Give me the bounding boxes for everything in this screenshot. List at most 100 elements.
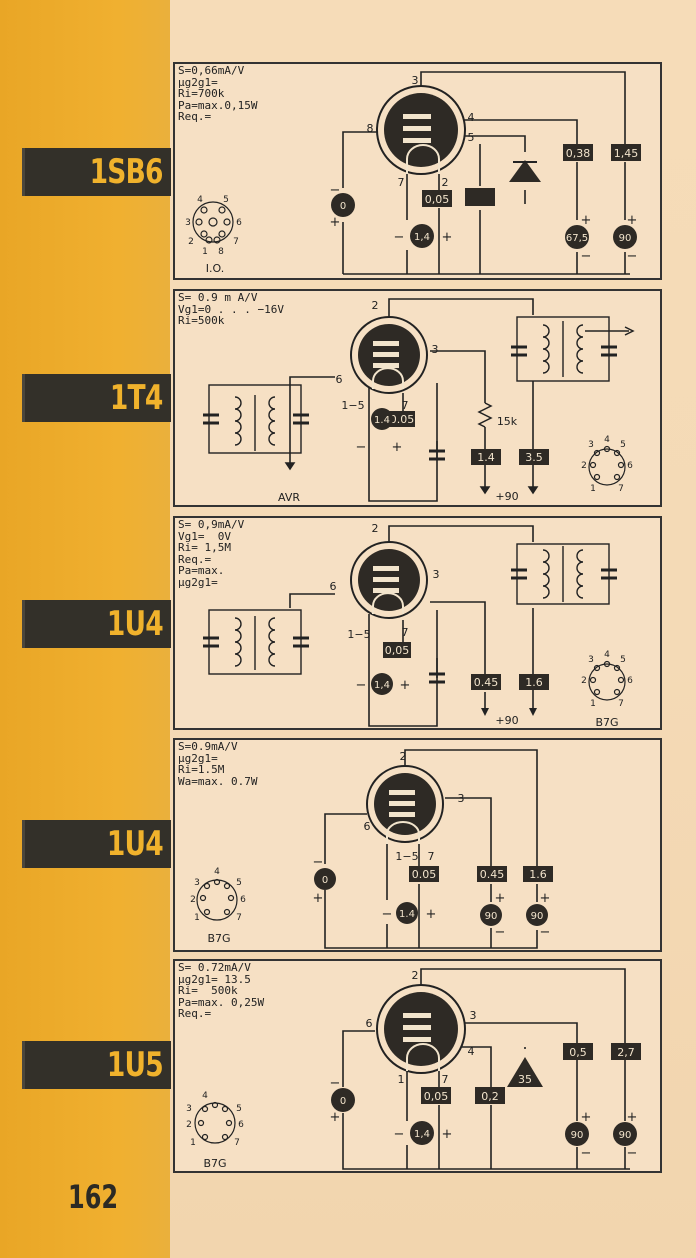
svg-text:1,4: 1,4 bbox=[374, 680, 390, 691]
svg-text:7: 7 bbox=[402, 626, 409, 639]
svg-text:2: 2 bbox=[400, 750, 407, 763]
svg-text:90: 90 bbox=[531, 911, 544, 922]
spec-list: S= 0.72mA/V μg2g1= 13.5 Ri= 500k Pa=max.… bbox=[178, 961, 265, 1020]
schematic: 35 0,05 0,2 0,5 2,7 0 1,4 90 90 2 3 6 4 … bbox=[186, 968, 641, 1170]
svg-text:−: − bbox=[540, 925, 551, 940]
spec-list: S=0,66mA/V μg2g1= Ri=700k Pa=max.0,15W R… bbox=[178, 64, 258, 123]
svg-text:0,05: 0,05 bbox=[424, 1090, 449, 1103]
tube-tab-1u4-b: 1U4 bbox=[22, 820, 171, 868]
svg-text:+: + bbox=[627, 1110, 638, 1125]
svg-text:4: 4 bbox=[604, 650, 610, 660]
transformer-right bbox=[516, 316, 629, 382]
svg-text:1: 1 bbox=[190, 1138, 196, 1148]
svg-text:7: 7 bbox=[442, 1073, 449, 1086]
svg-text:6: 6 bbox=[627, 461, 633, 471]
svg-text:+: + bbox=[313, 891, 324, 906]
svg-text:+90: +90 bbox=[495, 714, 518, 727]
svg-text:3: 3 bbox=[433, 568, 440, 581]
svg-text:4: 4 bbox=[468, 111, 475, 124]
svg-text:3: 3 bbox=[458, 792, 465, 805]
svg-text:4: 4 bbox=[197, 195, 203, 205]
spec-list: S=0.9mA/V μg2g1= Ri=1.5M Wa=max. 0.7W bbox=[178, 740, 258, 788]
svg-text:AVR: AVR bbox=[278, 491, 300, 504]
svg-text:1,4: 1,4 bbox=[414, 1129, 430, 1140]
svg-text:3: 3 bbox=[194, 878, 200, 888]
svg-text:6: 6 bbox=[330, 580, 337, 593]
tube-panel-1u4: S= 0,9mA/V Vg1= 0V Ri= 1,5M Req.= Pa=max… bbox=[173, 516, 662, 730]
svg-text:+: + bbox=[495, 891, 506, 906]
svg-text:1−5: 1−5 bbox=[395, 850, 418, 863]
tube-name: 1T4 bbox=[110, 378, 163, 418]
socket-diagram bbox=[588, 660, 626, 701]
svg-text:0.05: 0.05 bbox=[390, 413, 415, 426]
svg-text:8: 8 bbox=[218, 247, 224, 257]
svg-text:5: 5 bbox=[223, 195, 229, 205]
svg-text:0: 0 bbox=[322, 875, 328, 886]
svg-text:6: 6 bbox=[627, 676, 633, 686]
svg-text:2: 2 bbox=[581, 676, 587, 686]
svg-text:3.5: 3.5 bbox=[525, 451, 543, 464]
svg-text:1: 1 bbox=[194, 913, 200, 923]
tube-tab-1u5: 1U5 bbox=[22, 1041, 171, 1089]
svg-text:3: 3 bbox=[470, 1009, 477, 1022]
svg-text:0,2: 0,2 bbox=[481, 1090, 499, 1103]
svg-text:−: − bbox=[627, 249, 638, 264]
svg-text:90: 90 bbox=[619, 1130, 632, 1141]
svg-text:−: − bbox=[627, 1146, 638, 1161]
svg-text:4: 4 bbox=[202, 1091, 208, 1101]
svg-text:3: 3 bbox=[588, 440, 594, 450]
svg-text:90: 90 bbox=[485, 911, 498, 922]
transformer-right bbox=[516, 543, 610, 605]
svg-text:7: 7 bbox=[234, 1138, 240, 1148]
tube-name: 1U5 bbox=[106, 1045, 164, 1085]
svg-text:6: 6 bbox=[336, 373, 343, 386]
svg-text:0: 0 bbox=[340, 201, 346, 212]
svg-text:−: − bbox=[382, 907, 393, 922]
tube-name: 1U4 bbox=[106, 604, 164, 644]
svg-text:1−5: 1−5 bbox=[341, 399, 364, 412]
svg-text:2,7: 2,7 bbox=[617, 1046, 635, 1059]
tube-panel-1u4-b: S=0.9mA/V μg2g1= Ri=1.5M Wa=max. 0.7W 0.… bbox=[173, 738, 662, 952]
svg-text:1.4: 1.4 bbox=[374, 415, 390, 426]
svg-text:7: 7 bbox=[402, 399, 409, 412]
svg-text:B7G: B7G bbox=[203, 1157, 226, 1170]
svg-text:1: 1 bbox=[202, 247, 208, 257]
svg-text:90: 90 bbox=[619, 233, 632, 244]
svg-text:6: 6 bbox=[236, 218, 242, 228]
svg-text:2: 2 bbox=[412, 969, 419, 982]
svg-text:7: 7 bbox=[236, 913, 242, 923]
svg-text:+: + bbox=[442, 1127, 453, 1142]
svg-text:−: − bbox=[330, 1076, 341, 1091]
tube-tab-1u4: 1U4 bbox=[22, 600, 171, 648]
svg-text:90: 90 bbox=[571, 1130, 584, 1141]
tube-panel-1sb6: S=0,66mA/V μg2g1= Ri=700k Pa=max.0,15W R… bbox=[173, 62, 662, 280]
svg-text:+: + bbox=[581, 213, 592, 228]
svg-text:4: 4 bbox=[214, 867, 220, 877]
svg-text:0,5: 0,5 bbox=[569, 1046, 587, 1059]
tube-name: 1U4 bbox=[106, 824, 164, 864]
svg-text:0.45: 0.45 bbox=[480, 868, 505, 881]
svg-text:+90: +90 bbox=[495, 490, 518, 503]
svg-text:+: + bbox=[442, 230, 453, 245]
svg-text:15k: 15k bbox=[497, 415, 518, 428]
svg-text:5: 5 bbox=[236, 878, 242, 888]
socket-diagram bbox=[196, 878, 238, 921]
svg-text:7: 7 bbox=[233, 237, 239, 247]
schematic: 0,05 0,38 1,45 0 1,4 67,5 90 3 4 5 8 7 2… bbox=[185, 71, 641, 275]
svg-text:B7G: B7G bbox=[595, 716, 618, 729]
svg-text:0,05: 0,05 bbox=[425, 193, 450, 206]
svg-text:1−5: 1−5 bbox=[347, 628, 370, 641]
svg-text:−: − bbox=[394, 230, 405, 245]
svg-text:0,05: 0,05 bbox=[385, 644, 410, 657]
svg-text:0.05: 0.05 bbox=[412, 868, 437, 881]
svg-text:−: − bbox=[313, 855, 324, 870]
svg-text:+: + bbox=[426, 907, 437, 922]
svg-text:−: − bbox=[356, 440, 367, 455]
svg-text:1.4: 1.4 bbox=[477, 451, 495, 464]
svg-text:3: 3 bbox=[185, 218, 191, 228]
svg-text:5: 5 bbox=[236, 1104, 242, 1114]
svg-text:−: − bbox=[581, 249, 592, 264]
svg-text:3: 3 bbox=[588, 655, 594, 665]
svg-text:+: + bbox=[627, 213, 638, 228]
